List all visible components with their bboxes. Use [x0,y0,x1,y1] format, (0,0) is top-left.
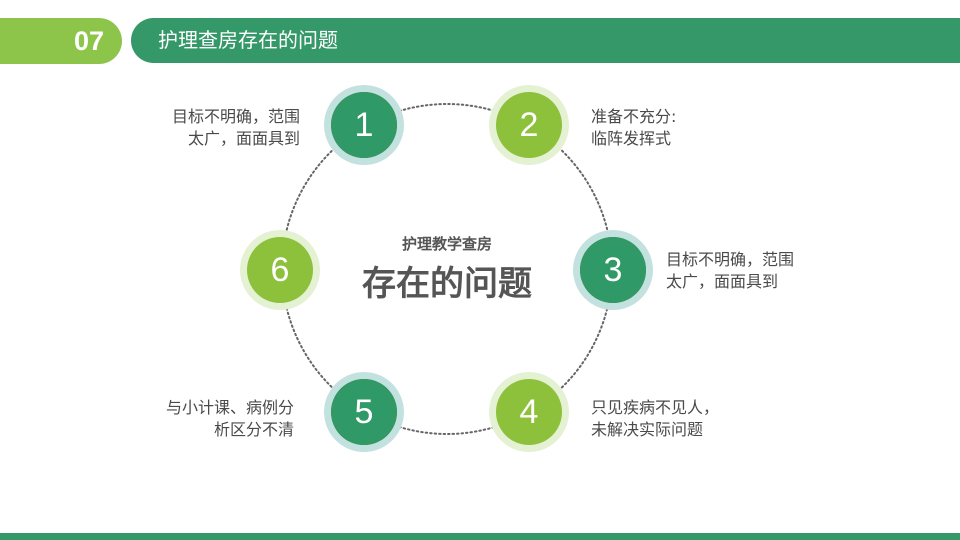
section-number: 07 [73,26,104,56]
step-desc-2: 准备不充分: 临阵发挥式 [591,106,676,150]
step-desc-4-line2: 未解决实际问题 [591,420,704,439]
step-number-1: 1 [331,92,397,158]
step-node-5: 5 [324,372,404,452]
step-number-2: 2 [496,92,562,158]
step-desc-3-line2: 太广，面面具到 [666,272,779,291]
page-title: 护理查房存在的问题 [158,28,338,52]
step-node-3: 3 [573,230,653,310]
step-desc-5-line2: 析区分不清 [213,420,294,439]
step-number-5: 5 [331,379,397,445]
center-title: 存在的问题 [362,264,532,304]
step-desc-2-line2: 临阵发挥式 [591,129,672,148]
step-desc-3-line1: 目标不明确，范围 [666,250,795,269]
step-desc-5-line1: 与小计课、病例分 [165,398,294,417]
step-number-4: 4 [496,379,562,445]
step-desc-4: 只见疾病不见人， 未解决实际问题 [591,397,719,441]
step-node-1: 1 [324,85,404,165]
step-number-6: 6 [247,237,313,303]
center-subtitle: 护理教学查房 [401,235,492,253]
step-desc-1: 目标不明确，范围 太广，面面具到 [172,106,300,150]
step-node-2: 2 [489,85,569,165]
section-number-badge: 07 [0,18,122,64]
step-number-3: 3 [580,237,646,303]
step-node-4: 4 [489,372,569,452]
step-node-6: 6 [240,230,320,310]
step-desc-1-line2: 太广，面面具到 [187,129,300,148]
step-desc-5: 与小计课、病例分 析区分不清 [166,397,294,441]
step-desc-2-line1: 准备不充分: [591,107,677,126]
step-desc-3: 目标不明确，范围 太广，面面具到 [666,249,794,293]
step-desc-4-line1: 只见疾病不见人， [591,398,720,417]
title-banner: 护理查房存在的问题 [131,18,960,63]
step-desc-1-line1: 目标不明确，范围 [171,107,300,126]
footer-bar [0,533,960,540]
